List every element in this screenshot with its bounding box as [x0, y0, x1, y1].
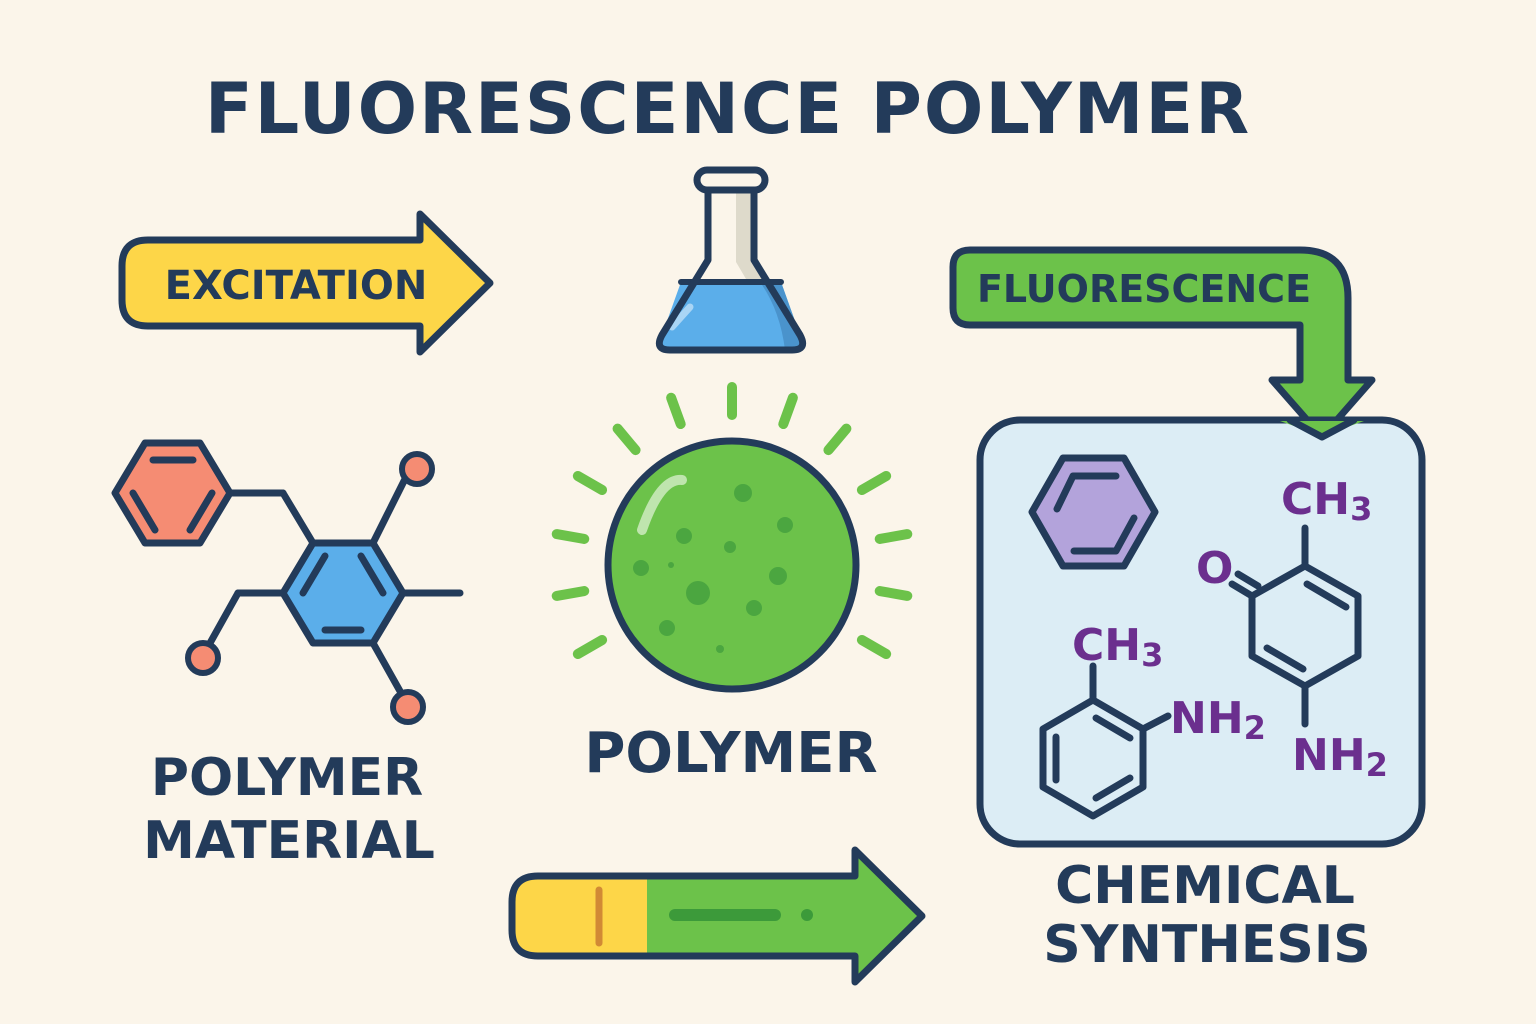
- nh2-right-label: NH2: [1292, 730, 1388, 784]
- glow-ray: [823, 423, 852, 456]
- polymer-label: POLYMER: [584, 721, 877, 786]
- glowing-polymer-sphere-icon: [551, 382, 913, 693]
- polymer-material-label-line1: POLYMER: [151, 748, 423, 808]
- oxygen-label: O: [1196, 543, 1233, 594]
- polymer-molecule-icon: [111, 439, 464, 725]
- glow-ray: [874, 586, 913, 601]
- glow-ray: [551, 586, 590, 601]
- glow-ray: [856, 471, 892, 495]
- aminophenol-structure: [1228, 524, 1362, 728]
- toluidine-structure: [1039, 662, 1172, 820]
- glow-ray: [551, 529, 590, 544]
- polymer-material-label-line2: MATERIAL: [143, 811, 435, 871]
- fluorescence-label: FLUORESCENCE: [977, 267, 1311, 311]
- hexagon-blue: [279, 539, 407, 647]
- chemical-synthesis-box: CH3 O NH2 CH3 NH2: [976, 416, 1426, 848]
- excitation-label: EXCITATION: [165, 263, 428, 309]
- process-arrow: [508, 846, 926, 986]
- fluorescence-arrow: FLUORESCENCE: [949, 246, 1376, 441]
- ch3-right-label: CH3: [1281, 474, 1372, 528]
- glow-ray: [612, 423, 641, 456]
- flask-icon: [655, 166, 807, 354]
- glow-ray: [572, 635, 608, 659]
- glow-ray: [778, 392, 798, 430]
- chemical-synthesis-label-line2: SYNTHESIS: [1043, 915, 1370, 975]
- excitation-arrow: EXCITATION: [118, 210, 494, 356]
- nh2-left-label: NH2: [1170, 693, 1266, 747]
- glow-ray: [874, 529, 913, 544]
- chemical-synthesis-label-line1: CHEMICAL: [1055, 856, 1355, 916]
- glow-ray: [666, 392, 686, 430]
- hexagon-red: [111, 439, 234, 547]
- glow-ray: [856, 635, 892, 659]
- ch3-left-label: CH3: [1072, 620, 1163, 674]
- page-title: FLUORESCENCE POLYMER: [205, 68, 1251, 150]
- glow-ray: [572, 471, 608, 495]
